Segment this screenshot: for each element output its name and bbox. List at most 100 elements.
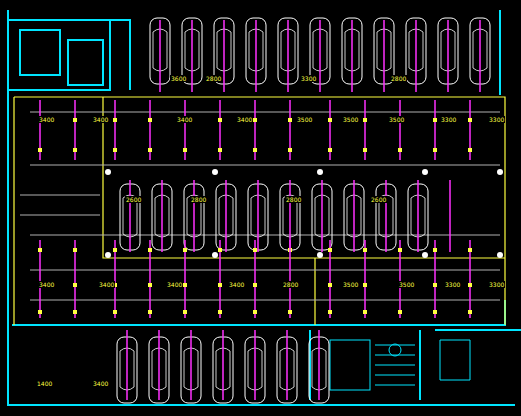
sprinkler [253,148,257,152]
dimension-text: 3500 [342,116,359,123]
dimension-text: 3400 [236,116,253,123]
cars [117,18,490,403]
branch-pipe [190,330,192,400]
sprinkler [148,310,152,314]
sprinkler [183,283,187,287]
sprinkler [433,118,437,122]
branch-pipe [159,20,161,92]
sprinkler [328,283,332,287]
sprinkler [468,310,472,314]
column [212,169,218,175]
branch-pipe [449,180,451,252]
sprinkler [218,248,222,252]
sprinkler [398,248,402,252]
dimension-text: 3600 [170,75,187,82]
sprinkler [113,310,117,314]
sprinkler [38,148,42,152]
dimension-text: 3500 [388,116,405,123]
branch-pipe [383,20,385,92]
sprinkler [218,310,222,314]
branch-pipe [353,180,355,252]
branch-pipe [255,20,257,92]
sprinkler [73,283,77,287]
column [497,252,503,258]
sprinkler [148,283,152,287]
branch-pipe [223,20,225,92]
column [422,252,428,258]
sprinkler [38,310,42,314]
dimension-text: 3400 [228,281,245,288]
sprinkler [253,248,257,252]
branch-pipe [286,330,288,400]
sprinkler [398,310,402,314]
sprinkler [433,310,437,314]
walls [8,10,521,405]
sprinkler [468,248,472,252]
branch-pipe [257,180,259,252]
branch-pipe [161,180,163,252]
branch-pipe [126,330,128,400]
dimension-text: 2600 [370,196,387,203]
sprinkler [218,283,222,287]
sprinkler [113,148,117,152]
sprinkler [363,118,367,122]
column [422,169,428,175]
dimension-text: 3400 [38,281,55,288]
sprinkler [328,118,332,122]
dimension-text: 3400 [92,116,109,123]
sprinkler [363,283,367,287]
branch-pipe [479,20,481,92]
dimension-text: 3300 [440,116,457,123]
sprinkler [183,248,187,252]
dimension-text: 2800 [282,281,299,288]
branch-pipe [158,330,160,400]
sprinkler [183,148,187,152]
sprinkler [363,148,367,152]
sprinkler [398,148,402,152]
column [317,169,323,175]
sprinkler [253,283,257,287]
branch-pipe [287,20,289,92]
sprinkler [148,148,152,152]
sprinkler [38,248,42,252]
sprinkler [468,148,472,152]
sprinkler [328,248,332,252]
sprinkler [113,248,117,252]
dimension-text: 3500 [342,281,359,288]
branch-pipe [254,330,256,400]
main-pipes [20,112,500,300]
branch-pipe [385,180,387,252]
sprinkler [433,148,437,152]
column [317,252,323,258]
sprinkler [328,310,332,314]
dimension-text: 2800 [190,196,207,203]
zone-boundary [14,97,505,325]
sprinkler [113,118,117,122]
dimension-text: 3500 [296,116,313,123]
sprinkler [183,310,187,314]
column [212,252,218,258]
column [105,169,111,175]
sprinkler [218,118,222,122]
branch-pipe [319,20,321,92]
stair [330,340,470,390]
dimension-text: 2800 [285,196,302,203]
dimension-text: 3300 [488,281,505,288]
dimension-text: 3400 [98,281,115,288]
sprinkler [433,283,437,287]
sprinkler [363,248,367,252]
branch-pipe [193,180,195,252]
dimension-text: 3500 [398,281,415,288]
sprinkler [288,310,292,314]
dimension-text: 3400 [92,380,109,387]
sprinkler [73,310,77,314]
branch-pipe [321,180,323,252]
sprinkler [73,248,77,252]
sprinkler [253,118,257,122]
dimension-text: 2800 [205,75,222,82]
columns [105,169,503,258]
sprinkler [73,118,77,122]
column [497,169,503,175]
